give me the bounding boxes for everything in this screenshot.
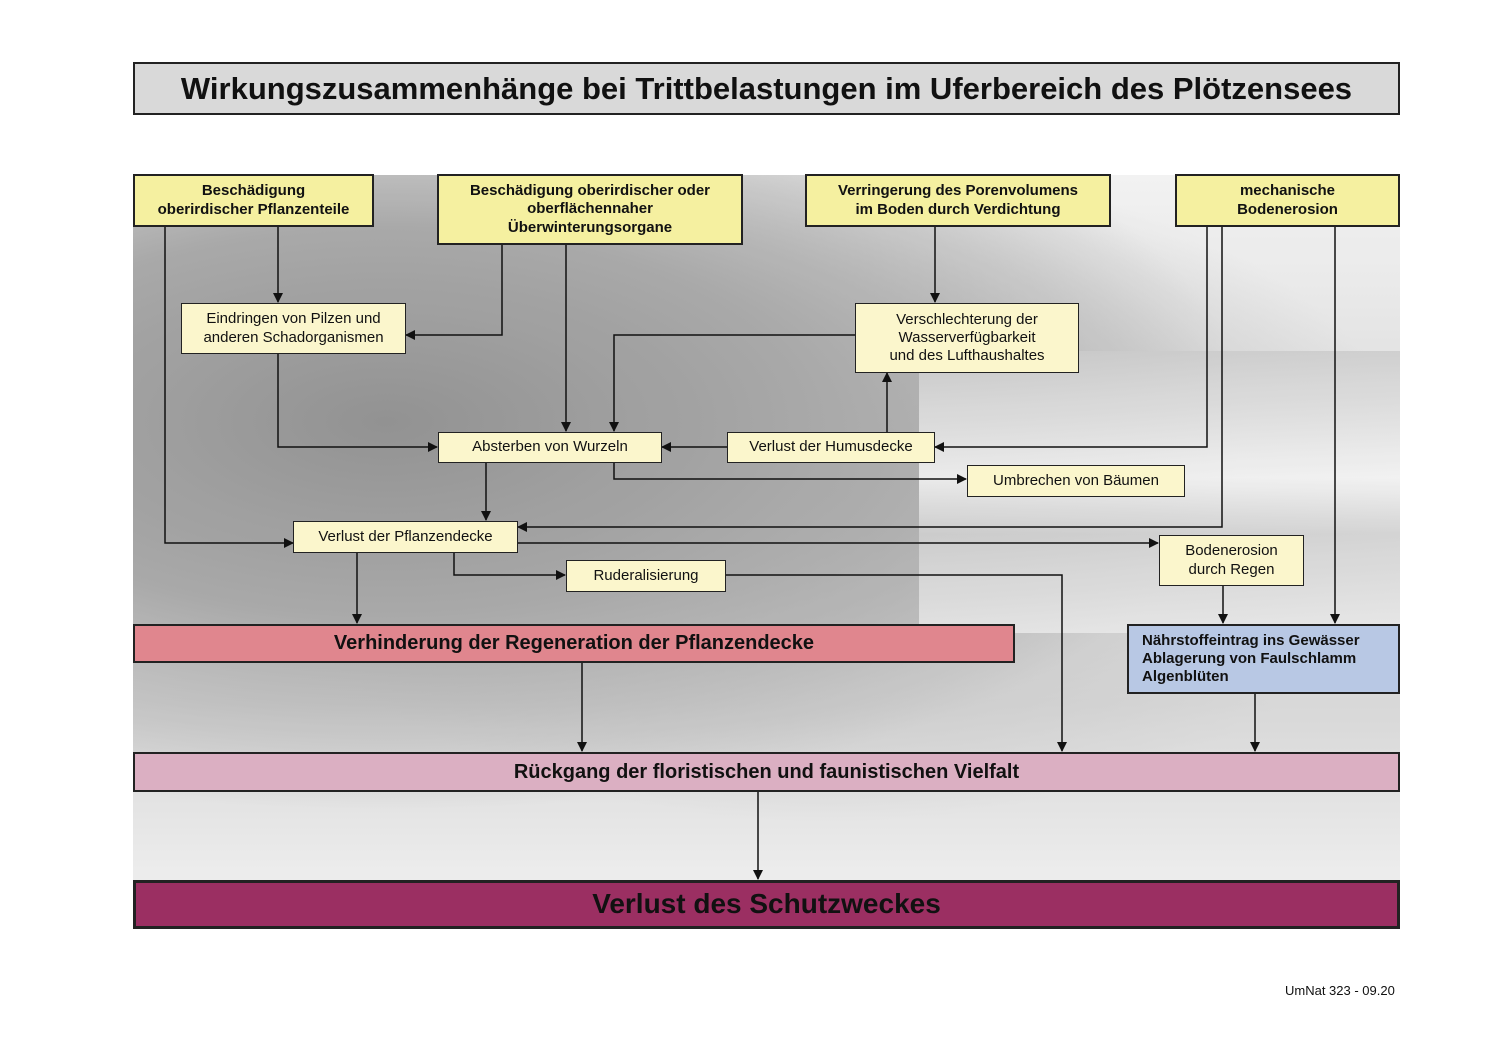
text: im Boden durch Verdichtung	[855, 200, 1061, 218]
text: Wasserverfügbarkeit	[898, 328, 1036, 346]
text: durch Regen	[1188, 560, 1275, 578]
text: Bodenerosion	[1237, 200, 1338, 218]
text: Beschädigung oberirdischer oder	[469, 182, 711, 200]
outcome-protection-loss: Verlust des Schutzweckes	[133, 880, 1400, 929]
arrow	[405, 244, 503, 340]
outcome-no-regeneration: Verhinderung der Regeneration der Pflanz…	[133, 624, 1015, 663]
effect-vegetation-loss: Verlust der Pflanzendecke	[293, 521, 518, 553]
text: Rückgang der floristischen und faunistis…	[513, 760, 1020, 783]
arrow	[609, 334, 855, 432]
text: mechanische	[1239, 182, 1336, 200]
text: Verlust der Pflanzendecke	[318, 527, 493, 545]
outcome-diversity-decline: Rückgang der floristischen und faunistis…	[133, 752, 1400, 792]
arrow	[934, 226, 1208, 452]
arrow	[453, 552, 566, 580]
text: Bodenerosion	[1185, 542, 1278, 560]
effect-root-death: Absterben von Wurzeln	[438, 432, 662, 463]
text: Umbrechen von Bäumen	[993, 471, 1159, 489]
text: Algenblüten	[1142, 668, 1229, 686]
text: Ruderalisierung	[593, 566, 699, 584]
effect-ruderal: Ruderalisierung	[566, 560, 726, 592]
text: Beschädigung	[201, 182, 306, 200]
text: Verringerung des Porenvolumens	[837, 182, 1079, 200]
title-text: Wirkungszusammenhänge bei Trittbelastung…	[180, 70, 1353, 106]
text: Verschlechterung der	[896, 310, 1038, 328]
arrow	[613, 462, 967, 484]
text: oberirdischer Pflanzenteile	[157, 200, 350, 218]
diagram-title: Wirkungszusammenhänge bei Trittbelastung…	[133, 62, 1400, 115]
text: anderen Schadorganismen	[203, 328, 384, 346]
text: Ablagerung von Faulschlamm	[1142, 649, 1357, 667]
footer-reference: UmNat 323 - 09.20	[1285, 983, 1395, 998]
text: Nährstoffeintrag ins Gewässer	[1142, 631, 1360, 649]
text: und des Lufthaushaltes	[889, 347, 1045, 365]
arrow	[277, 353, 438, 452]
arrow	[164, 226, 294, 548]
text: Absterben von Wurzeln	[472, 438, 628, 456]
arrow	[725, 574, 1067, 752]
effect-humus-loss: Verlust der Humusdecke	[727, 432, 935, 463]
text: Verhinderung der Regeneration der Pflanz…	[333, 632, 815, 655]
arrow	[517, 226, 1223, 532]
text: Überwinterungsorgane	[507, 218, 673, 236]
text: Eindringen von Pilzen und	[206, 310, 381, 328]
text: Verlust der Humusdecke	[749, 438, 913, 456]
text: Verlust des Schutzweckes	[592, 888, 941, 920]
effect-tree-fall: Umbrechen von Bäumen	[967, 465, 1185, 497]
text: oberflächennaher	[527, 200, 653, 218]
